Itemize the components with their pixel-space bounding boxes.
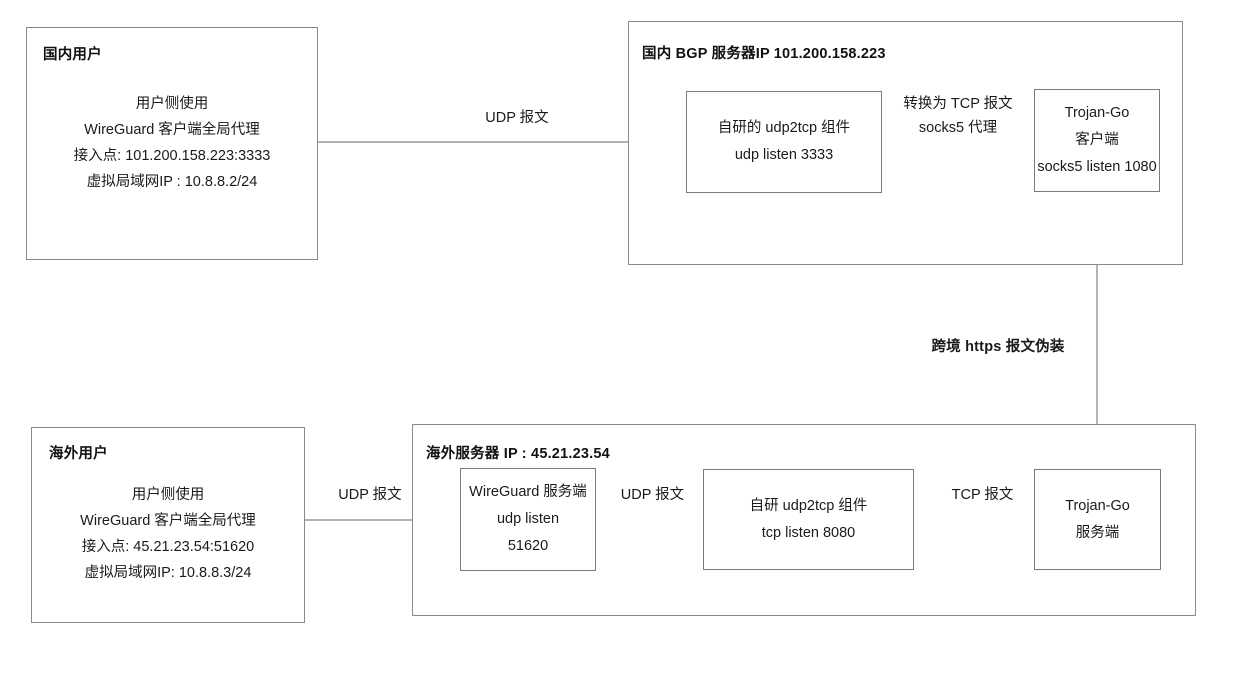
wireguard-server-line-3: 51620	[507, 538, 549, 554]
overseas-udp2tcp-line-2: tcp listen 8080	[761, 524, 856, 541]
overseas-user-line-2: WireGuard 客户端全局代理	[80, 513, 256, 529]
edge-label-udp2tcp-to-wireguard: UDP 报文	[620, 487, 685, 503]
domestic-user-box: 国内用户 用户侧使用 WireGuard 客户端全局代理 接入点: 101.20…	[26, 27, 318, 260]
edge-label-udp2tcp-to-trojan-line1: 转换为 TCP 报文	[903, 96, 1013, 112]
overseas-user-body: 用户侧使用 WireGuard 客户端全局代理 接入点: 45.21.23.54…	[32, 482, 304, 586]
trojan-go-client-line-2: 客户端	[1075, 132, 1119, 148]
wireguard-server-line-1: WireGuard 服务端	[469, 484, 587, 500]
overseas-server-title: 海外服务器 IP : 45.21.23.54	[426, 446, 610, 462]
trojan-go-client-node: Trojan-Go 客户端 socks5 listen 1080	[1034, 89, 1160, 192]
domestic-user-body: 用户侧使用 WireGuard 客户端全局代理 接入点: 101.200.158…	[27, 91, 317, 195]
domestic-user-title: 国内用户	[43, 47, 102, 63]
trojan-go-client-line-3: socks5 listen 1080	[1037, 159, 1157, 175]
wireguard-server-line-2: udp listen	[496, 511, 560, 527]
edge-label-overseas-user-to-wireguard: UDP 报文	[338, 487, 402, 503]
trojan-go-server-node: Trojan-Go 服务端	[1034, 469, 1161, 570]
overseas-user-box: 海外用户 用户侧使用 WireGuard 客户端全局代理 接入点: 45.21.…	[31, 427, 305, 623]
domestic-udp2tcp-line-1: 自研的 udp2tcp 组件	[717, 120, 851, 136]
trojan-go-client-line-1: Trojan-Go	[1064, 105, 1130, 121]
wireguard-server-node: WireGuard 服务端 udp listen 51620	[460, 468, 596, 571]
domestic-user-line-4: 虚拟局域网IP : 10.8.8.2/24	[86, 174, 258, 190]
overseas-user-line-3: 接入点: 45.21.23.54:51620	[81, 539, 255, 555]
domestic-user-line-1: 用户侧使用	[135, 96, 209, 112]
overseas-udp2tcp-node: 自研 udp2tcp 组件 tcp listen 8080	[703, 469, 914, 570]
domestic-user-line-2: WireGuard 客户端全局代理	[84, 122, 260, 138]
overseas-user-line-4: 虚拟局域网IP: 10.8.8.3/24	[84, 565, 252, 581]
edge-label-user-to-udp2tcp: UDP 报文	[485, 110, 549, 126]
overseas-user-line-1: 用户侧使用	[131, 487, 205, 503]
domestic-udp2tcp-line-2: udp listen 3333	[734, 147, 834, 163]
edge-label-udp2tcp-to-trojan-line2: socks5 代理	[918, 120, 998, 136]
overseas-user-title: 海外用户	[49, 446, 108, 462]
overseas-udp2tcp-line-1: 自研 udp2tcp 组件	[749, 497, 868, 514]
domestic-bgp-server-title: 国内 BGP 服务器IP 101.200.158.223	[642, 46, 886, 62]
edge-label-cross-border: 跨境 https 报文伪装	[931, 339, 1065, 355]
edge-label-trojan-to-udp2tcp: TCP 报文	[951, 487, 1014, 503]
domestic-user-line-3: 接入点: 101.200.158.223:3333	[73, 148, 271, 164]
trojan-go-server-line-2: 服务端	[1075, 524, 1120, 541]
domestic-udp2tcp-node: 自研的 udp2tcp 组件 udp listen 3333	[686, 91, 882, 193]
trojan-go-server-line-1: Trojan-Go	[1065, 497, 1130, 514]
